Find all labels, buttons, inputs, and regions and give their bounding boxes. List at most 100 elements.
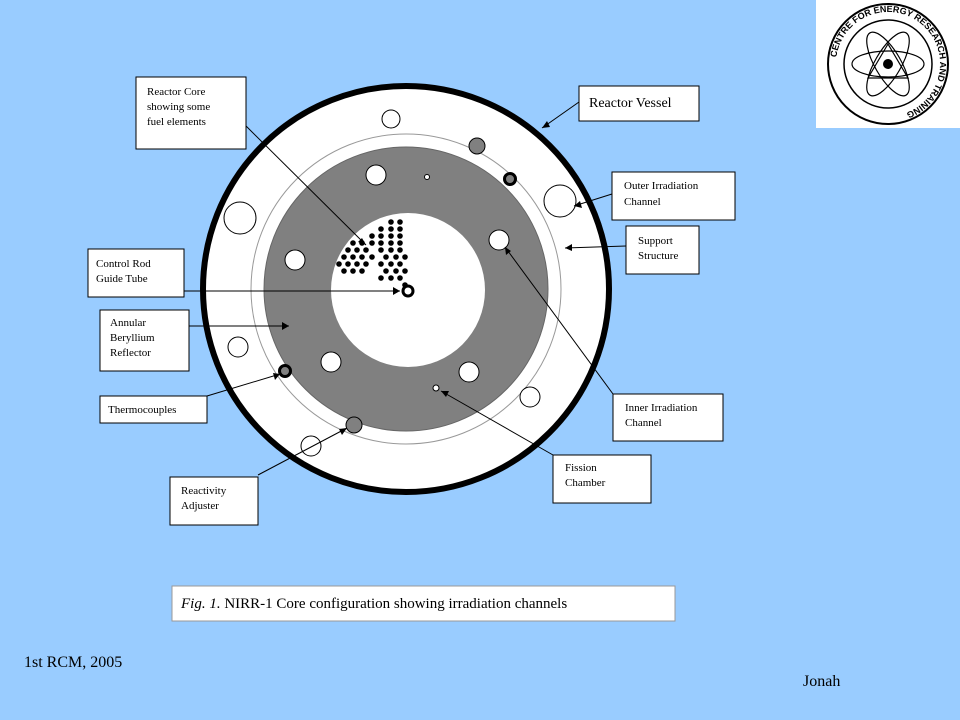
label-reactor-core-line1: Reactor Core [147,86,205,98]
label-fission-chamber-line1: Fission [565,462,597,474]
svg-text:Fig. 1. NIRR-1 Core configurat: Fig. 1. NIRR-1 Core configuration showin… [180,596,567,612]
fuel-element [402,268,408,274]
inner-channel [320,351,342,373]
fuel-element [363,261,369,267]
fuel-element [363,247,369,253]
label-annular-reflector-line1: Annular [110,317,146,329]
label-box-support-structure: Support Structure [625,225,700,275]
label-control-rod-line1: Control Rod [96,258,151,270]
control-rod-guide-tube-icon [401,284,415,298]
fuel-element [383,268,389,274]
footer-author: Jonah [803,673,841,690]
label-box-annular-reflector: Annular Beryllium Reflector [99,309,190,372]
fuel-element [388,226,394,232]
centre-logo: CENTRE FOR ENERGY RESEARCH AND TRAINING [816,0,960,128]
fuel-element [378,233,384,239]
fuel-element [350,254,356,260]
fuel-element [354,261,360,267]
outer-channel [519,386,541,408]
reactivity-adjuster-icon [468,137,486,155]
label-box-reactor-core: Reactor Core showing some fuel elements [135,76,247,150]
label-box-inner-irradiation: Inner Irradiation Channel [612,393,724,442]
thermocouple-icon [278,364,292,378]
fuel-element [378,261,384,267]
fuel-element [393,254,399,260]
logo-seal-icon: CENTRE FOR ENERGY RESEARCH AND TRAINING [827,3,949,125]
fuel-element [350,240,356,246]
outer-channel [227,336,249,358]
label-annular-reflector-line3: Reflector [110,347,151,359]
reactivity-adjuster-icon [345,416,363,434]
fuel-element [397,247,403,253]
label-box-reactor-vessel: Reactor Vessel [578,85,700,122]
label-box-fission-chamber: Fission Chamber [552,454,652,504]
fuel-element [388,247,394,253]
outer-channel [223,201,257,235]
label-support-structure-line1: Support [638,235,673,247]
caption-prefix: Fig. 1. [180,596,221,612]
inner-channel [284,249,306,271]
fuel-elements [336,219,408,288]
label-reactivity-adjuster-line1: Reactivity [181,485,227,497]
fuel-element [378,240,384,246]
fuel-element [345,261,351,267]
fuel-element [397,219,403,225]
fuel-element [359,254,365,260]
label-outer-irradiation-line2: Channel [624,196,661,208]
label-annular-reflector-line2: Beryllium [110,332,155,344]
outer-channel [543,184,577,218]
fuel-element [388,261,394,267]
fuel-element [350,268,356,274]
label-support-structure-line2: Structure [638,250,678,262]
label-inner-irradiation-line1: Inner Irradiation [625,402,698,414]
fuel-element [336,261,342,267]
inner-channel [365,164,387,186]
fuel-element [397,233,403,239]
fuel-element [378,275,384,281]
label-thermocouples: Thermocouples [108,404,176,416]
thermocouple-icon [503,172,517,186]
figure-caption: Fig. 1. NIRR-1 Core configuration showin… [171,585,676,622]
fission-chamber-icon [432,384,440,392]
fuel-element [397,226,403,232]
fuel-element [369,254,375,260]
fuel-element [345,247,351,253]
fuel-element [397,275,403,281]
label-box-reactivity-adjuster: Reactivity Adjuster [169,476,259,526]
fuel-element [341,254,347,260]
fuel-element [378,247,384,253]
fuel-element [388,219,394,225]
label-box-control-rod: Control Rod Guide Tube [87,248,185,298]
label-outer-irradiation-line1: Outer Irradiation [624,180,699,192]
fuel-element [341,268,347,274]
fuel-element [383,254,389,260]
label-fission-chamber-line2: Chamber [565,477,606,489]
fuel-element [388,240,394,246]
fuel-element [397,261,403,267]
fuel-element [393,268,399,274]
outer-channel [381,109,401,129]
fuel-element [388,275,394,281]
fuel-element [397,240,403,246]
fuel-element [388,233,394,239]
fuel-element [354,247,360,253]
inner-channel [488,229,510,251]
label-inner-irradiation-line2: Channel [625,417,662,429]
label-control-rod-line2: Guide Tube [96,273,148,285]
support-structure-ring [250,133,562,445]
inner-channel [458,361,480,383]
leader-arrowheads [273,121,582,435]
outer-channel [300,435,322,457]
fuel-element [359,268,365,274]
outer-channel [424,174,430,180]
label-reactor-vessel: Reactor Vessel [589,96,672,111]
footer-event: 1st RCM, 2005 [24,654,123,671]
label-reactivity-adjuster-line2: Adjuster [181,500,219,512]
fuel-element [369,240,375,246]
label-reactor-core-line3: fuel elements [147,116,206,128]
fuel-element [369,233,375,239]
label-box-outer-irradiation: Outer Irradiation Channel [611,171,736,221]
label-box-thermocouples: Thermocouples [99,395,208,424]
fuel-element [378,226,384,232]
